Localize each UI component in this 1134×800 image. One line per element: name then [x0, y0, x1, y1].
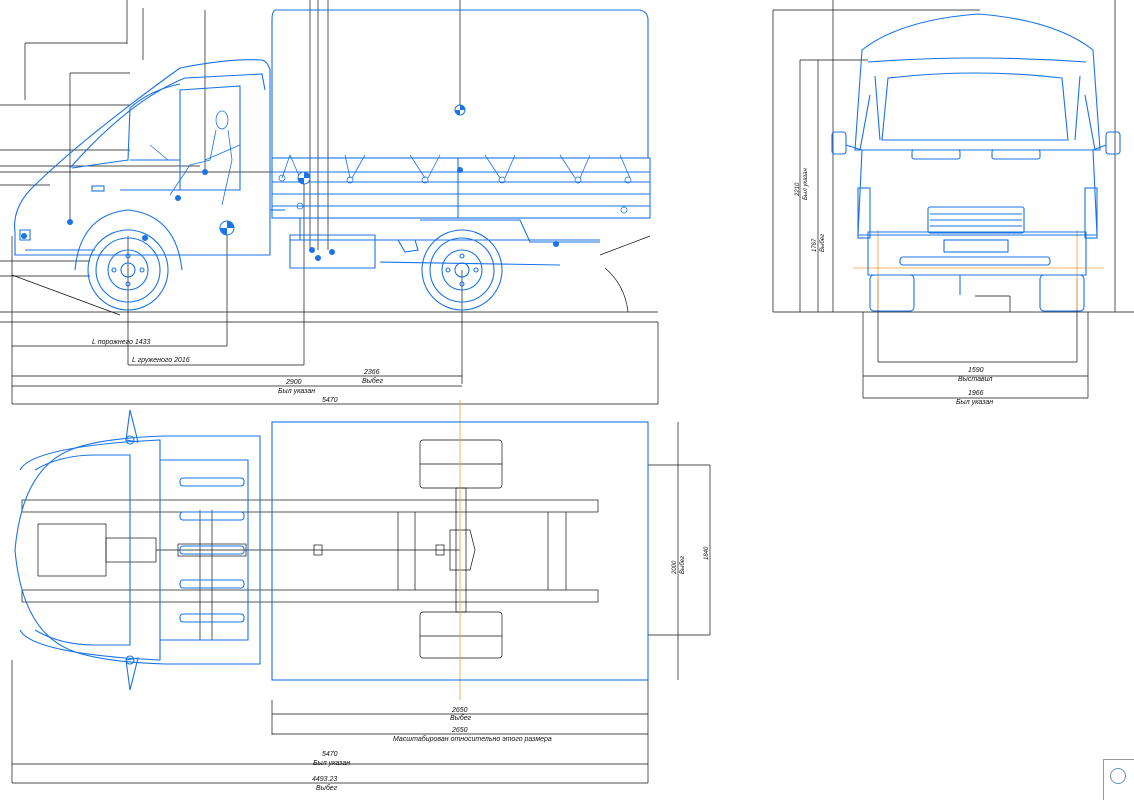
front-cab [831, 13, 1121, 312]
dim-body-w2-value: 1840 [704, 546, 710, 560]
rear-wheel [421, 229, 503, 311]
dim-mid-label: Выбег [820, 234, 826, 252]
dim-top-total-value: 5470 [322, 751, 338, 758]
circle-icon[interactable] [1110, 768, 1126, 784]
side-view-leaders [0, 0, 659, 405]
dim-overhang-label: Выбег [362, 377, 384, 385]
dim-body-w-label: Выбег [680, 556, 686, 574]
cog-markers [21, 104, 559, 261]
dim-platform-h-label: Выбег [450, 714, 472, 722]
dim-platform-h2-note: Масштабирован относительно этого размера [393, 735, 552, 743]
viewcube-corner[interactable] [1103, 759, 1134, 800]
dim-mid-value: 1767 [812, 238, 818, 252]
dim-unloaded: L порожнего 1433 [92, 339, 151, 346]
front-view-leaders [772, 0, 1134, 399]
dim-loaded: L груженого 2016 [132, 357, 190, 364]
dim-total-value: 5470 [322, 397, 338, 404]
dim-scaled-label: Выбег [316, 784, 338, 792]
dim-overhang-value: 2366 [363, 369, 380, 376]
top-platform [271, 421, 649, 681]
top-view: 2650 Выбег 2650 Масштабирован относитель… [11, 400, 711, 792]
dim-width-label: Был указан [956, 399, 993, 406]
dim-track-value: 1590 [968, 367, 984, 374]
dim-height-value: 2210 [795, 182, 801, 197]
dim-wheelbase-value: 2900 [285, 379, 302, 386]
front-wheel [74, 209, 183, 311]
dim-body-w-value: 2000 [672, 560, 678, 575]
front-view: 2210 Был указан 1767 Выбег 1590 Выставил… [772, 0, 1134, 406]
top-view-leaders [11, 422, 711, 784]
dim-platform-h2-value: 2650 [451, 727, 468, 734]
driver-figure [149, 110, 241, 206]
cab [14, 59, 285, 256]
dim-height-label: Был указан [803, 168, 809, 200]
dim-wheelbase-label: Был указан [278, 388, 315, 395]
front-center-lines [853, 230, 1104, 310]
dim-top-total-label: Был указан [313, 760, 350, 767]
dim-platform-h-value: 2650 [451, 707, 468, 714]
dim-track-label: Выставил [958, 376, 993, 383]
tent-straps [278, 154, 632, 214]
top-cab [14, 409, 261, 691]
dim-width-value: 1966 [968, 390, 984, 397]
cargo-body [271, 9, 651, 269]
dim-scaled-value: 4493.23 [312, 776, 337, 783]
side-view: L порожнего 1433 L груженого 2016 2366 В… [0, 0, 659, 405]
